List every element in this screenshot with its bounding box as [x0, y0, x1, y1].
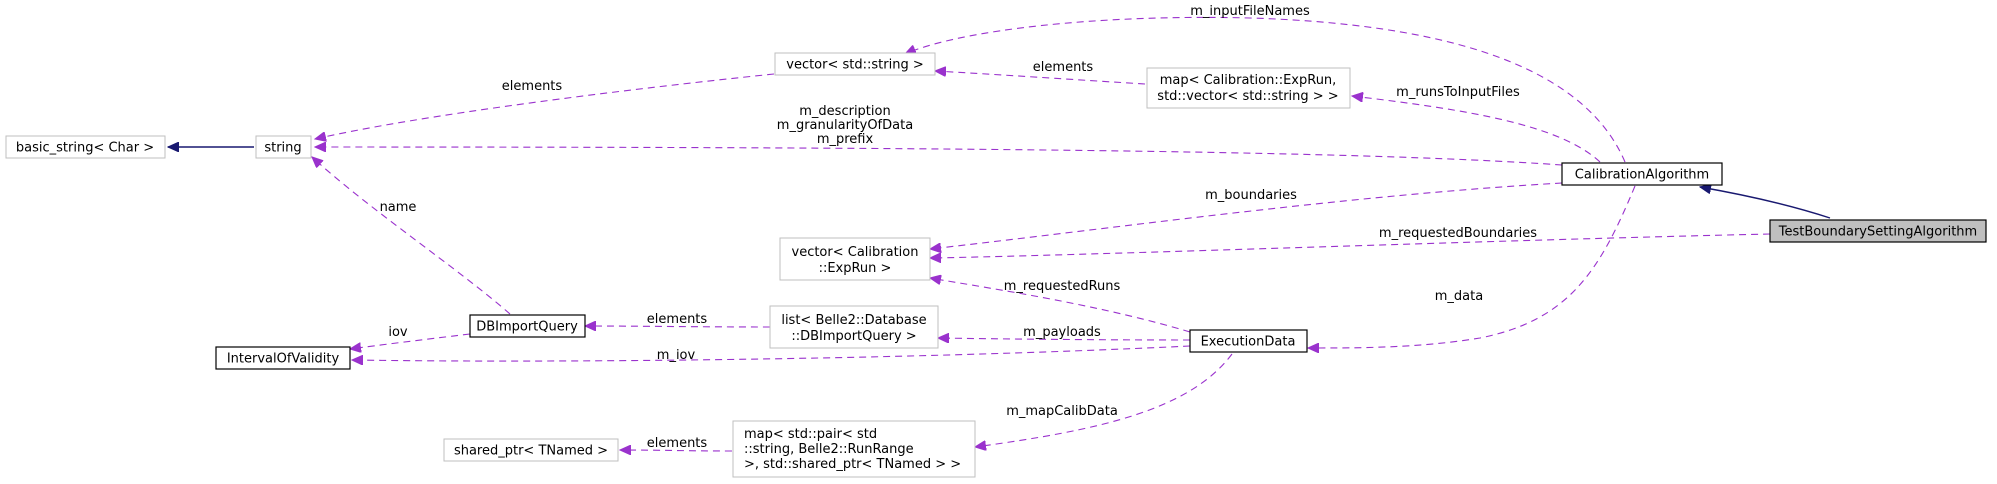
- node-basic-string[interactable]: basic_string< Char >: [5, 135, 166, 159]
- edge-vector-string-to-string: [315, 73, 775, 139]
- label-requested-runs: m_requestedRuns: [1004, 279, 1121, 294]
- edge-shared-elements: [620, 450, 733, 451]
- node-list-db-import-query[interactable]: list< Belle2::Database ::DBImportQuery >: [769, 305, 939, 349]
- edge-runs-to-input-files: [1352, 96, 1601, 163]
- node-interval-of-validity[interactable]: IntervalOfValidity: [215, 346, 351, 370]
- label-requested-boundaries: m_requestedBoundaries: [1379, 226, 1537, 241]
- svg-text:ExecutionData: ExecutionData: [1201, 335, 1296, 350]
- node-test-boundary-setting-algorithm[interactable]: TestBoundarySettingAlgorithm: [1769, 219, 1987, 243]
- node-shared-ptr[interactable]: shared_ptr< TNamed >: [443, 438, 619, 462]
- label-input-file-names: m_inputFileNames: [1190, 4, 1310, 19]
- node-calibration-algorithm[interactable]: CalibrationAlgorithm: [1561, 162, 1723, 186]
- label-name: name: [380, 200, 417, 215]
- svg-text:>, std::shared_ptr< TNamed > >: >, std::shared_ptr< TNamed > >: [744, 457, 961, 472]
- svg-text:basic_string< Char >: basic_string< Char >: [16, 141, 154, 156]
- svg-text:::DBImportQuery >: ::DBImportQuery >: [791, 329, 916, 344]
- label-payloads: m_payloads: [1023, 325, 1101, 340]
- svg-text:map< std::pair< std: map< std::pair< std: [744, 427, 877, 442]
- edge-input-file-names: [905, 16, 1626, 163]
- label-m-iov: m_iov: [657, 348, 696, 363]
- node-execution-data[interactable]: ExecutionData: [1189, 329, 1308, 353]
- label-shared-elements: elements: [647, 436, 708, 451]
- svg-text:IntervalOfValidity: IntervalOfValidity: [227, 352, 340, 367]
- node-map-pair[interactable]: map< std::pair< std ::string, Belle2::Ru…: [732, 420, 976, 478]
- edge-iov: [350, 333, 471, 349]
- label-runs-to-input-files: m_runsToInputFiles: [1396, 85, 1520, 100]
- label-m-granularity: m_granularityOfData: [777, 118, 913, 133]
- label-vector-string-elements: elements: [502, 79, 563, 94]
- svg-text:CalibrationAlgorithm: CalibrationAlgorithm: [1575, 168, 1709, 183]
- svg-text:DBImportQuery: DBImportQuery: [476, 320, 578, 335]
- svg-text:list< Belle2::Database: list< Belle2::Database: [781, 313, 926, 328]
- node-string[interactable]: string: [255, 135, 312, 159]
- svg-text:std::vector< std::string > >: std::vector< std::string > >: [1157, 89, 1338, 104]
- label-m-description: m_description: [799, 104, 890, 119]
- edge-string-members: [315, 147, 1563, 166]
- node-vector-exprun[interactable]: vector< Calibration ::ExpRun >: [779, 237, 931, 281]
- svg-text:::string, Belle2::RunRange: ::string, Belle2::RunRange: [744, 442, 914, 457]
- svg-text:vector< std::string >: vector< std::string >: [786, 58, 923, 73]
- edge-payloads: [938, 338, 1191, 340]
- svg-text:TestBoundarySettingAlgorithm: TestBoundarySettingAlgorithm: [1778, 225, 1977, 240]
- label-iov: iov: [388, 325, 408, 340]
- svg-text:string: string: [264, 141, 301, 156]
- edge-test-inherits-calibration-algorithm: [1700, 187, 1831, 219]
- edge-list-elements: [585, 326, 771, 327]
- edge-requested-boundaries: [930, 233, 1771, 258]
- node-vector-string[interactable]: vector< std::string >: [774, 52, 936, 76]
- edge-data: [1308, 185, 1636, 348]
- svg-text:map< Calibration::ExpRun,: map< Calibration::ExpRun,: [1160, 73, 1337, 88]
- label-m-prefix: m_prefix: [817, 132, 874, 147]
- edge-requested-runs: [930, 278, 1191, 333]
- edge-map-exprun-to-vector-string: [935, 71, 1146, 85]
- svg-text:::ExpRun >: ::ExpRun >: [819, 261, 892, 276]
- label-data: m_data: [1435, 289, 1483, 304]
- edge-boundaries: [930, 182, 1563, 249]
- label-list-elements: elements: [647, 312, 708, 327]
- node-map-exprun[interactable]: map< Calibration::ExpRun, std::vector< s…: [1146, 67, 1351, 109]
- edge-map-calib-data: [975, 353, 1233, 447]
- label-map-exprun-elements: elements: [1033, 60, 1094, 75]
- label-map-calib-data: m_mapCalibData: [1006, 404, 1118, 419]
- svg-text:shared_ptr< TNamed >: shared_ptr< TNamed >: [454, 444, 608, 459]
- svg-text:vector< Calibration: vector< Calibration: [792, 245, 919, 260]
- label-boundaries: m_boundaries: [1205, 188, 1297, 203]
- edge-name: [312, 157, 511, 315]
- node-db-import-query[interactable]: DBImportQuery: [469, 314, 586, 338]
